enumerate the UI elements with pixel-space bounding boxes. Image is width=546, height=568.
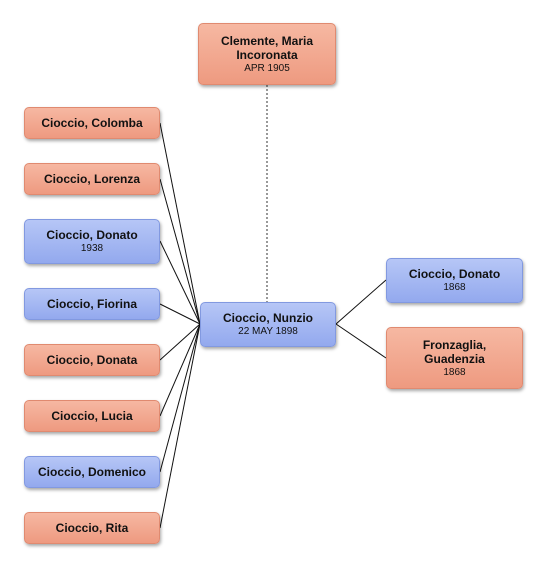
- child-date: 1938: [80, 243, 104, 254]
- child-node[interactable]: Cioccio, Lucia: [24, 400, 160, 432]
- focus-person-node[interactable]: Cioccio, Nunzio 22 MAY 1898: [200, 302, 336, 347]
- spouse-date: APR 1905: [244, 62, 290, 74]
- child-connector: [159, 178, 201, 325]
- child-node[interactable]: Cioccio, Colomba: [24, 107, 160, 139]
- child-name: Cioccio, Domenico: [37, 465, 147, 479]
- mother-node[interactable]: Fronzaglia, Guadenzia 1868: [386, 327, 523, 389]
- child-name: Cioccio, Lorenza: [43, 172, 141, 186]
- child-name: Cioccio, Donata: [46, 353, 138, 367]
- child-connector: [159, 323, 201, 361]
- child-node[interactable]: Cioccio, Donata: [24, 344, 160, 376]
- father-date: 1868: [443, 282, 466, 293]
- child-connector: [159, 122, 201, 325]
- child-connector: [159, 303, 201, 325]
- parent-connector-father: [335, 279, 387, 325]
- child-name: Cioccio, Fiorina: [46, 297, 137, 311]
- child-node[interactable]: Cioccio, Rita: [24, 512, 160, 544]
- person-name: Cioccio, Nunzio: [223, 311, 313, 325]
- mother-date: 1868: [443, 366, 466, 378]
- child-node[interactable]: Cioccio, Lorenza: [24, 163, 160, 195]
- spouse-name: Clemente, Maria Incoronata: [220, 33, 314, 62]
- child-connector: [159, 240, 201, 325]
- father-name: Cioccio, Donato: [408, 267, 501, 281]
- child-name: Cioccio, Colomba: [41, 116, 143, 130]
- father-node[interactable]: Cioccio, Donato 1868: [386, 258, 523, 303]
- child-node[interactable]: Cioccio, Fiorina: [24, 288, 160, 320]
- parent-connector-mother: [335, 323, 387, 359]
- child-connector: [159, 323, 201, 473]
- person-date: 22 MAY 1898: [238, 326, 298, 337]
- child-connector: [159, 323, 201, 529]
- child-node[interactable]: Cioccio, Domenico: [24, 456, 160, 488]
- child-node[interactable]: Cioccio, Donato 1938: [24, 219, 160, 264]
- child-connector: [159, 323, 201, 417]
- child-name: Cioccio, Lucia: [51, 409, 133, 423]
- child-name: Cioccio, Donato: [46, 228, 138, 242]
- child-name: Cioccio, Rita: [55, 521, 129, 535]
- spouse-node[interactable]: Clemente, Maria Incoronata APR 1905: [198, 23, 336, 85]
- mother-name: Fronzaglia, Guadenzia: [422, 337, 487, 366]
